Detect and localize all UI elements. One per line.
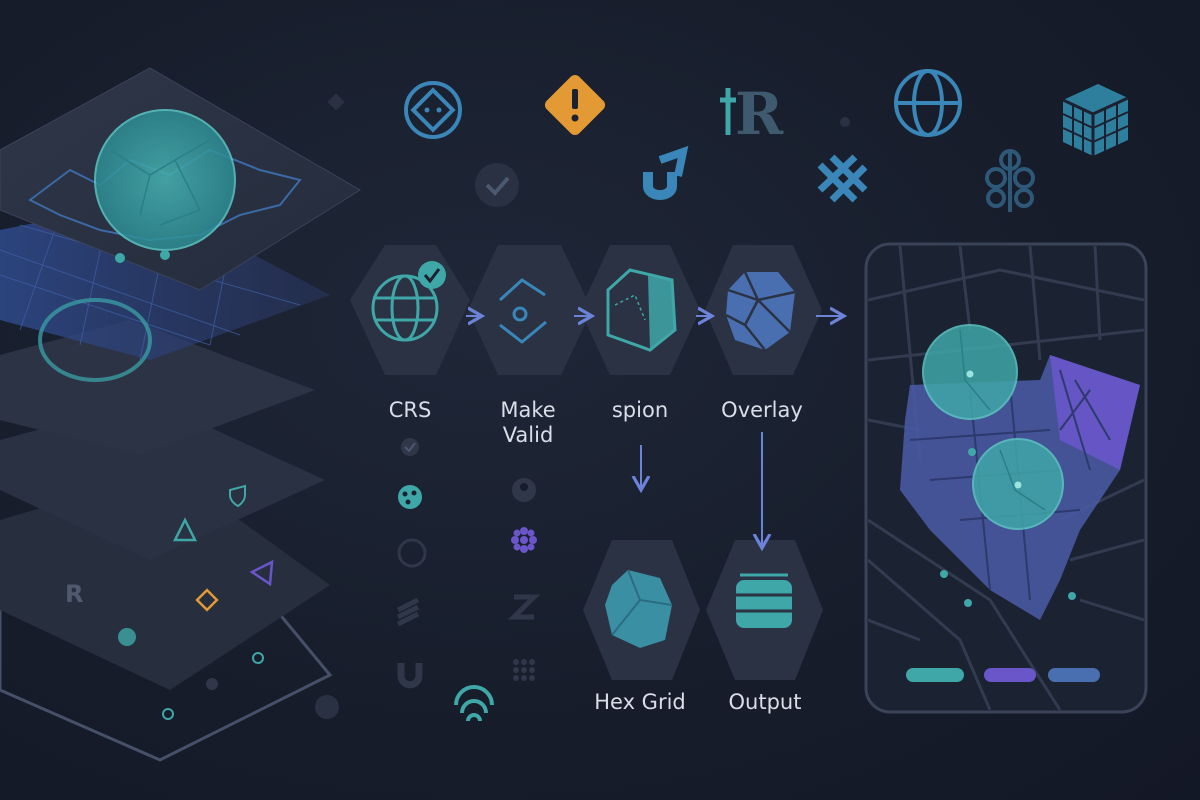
map-point [964,599,972,607]
check-icon [401,438,419,456]
globe-check-icon [371,274,439,342]
output-database-tile [706,540,823,680]
layer-stack [0,67,361,762]
dot-icon [162,708,174,720]
dots-grid-icon [513,659,535,681]
map-panel [864,242,1148,714]
step-label-overlay: Overlay [721,398,803,422]
tree-icon [985,149,1035,212]
palette-icon [398,485,422,509]
pipeline-arrows [466,316,842,546]
magnet-icon [397,663,423,689]
check-badge-icon [418,261,446,289]
r-logo-icon: R [720,80,784,148]
stack-icon [396,597,420,627]
dot-icon [840,117,850,127]
warning-icon [544,74,606,136]
diamond-icon [195,588,219,612]
database-icon [736,573,792,628]
step-label-spion: spion [611,398,669,422]
pipeline [350,245,842,680]
step-spion-tile [580,245,700,375]
dot-icon [252,652,264,664]
teal-region [94,109,236,251]
signal-icon [454,685,494,722]
triangle-icon [172,517,198,542]
map-point [968,448,976,456]
step-make-valid-tile [468,245,592,375]
layer-2 [0,320,315,455]
play-icon [249,559,274,587]
layer-point [115,253,125,263]
cube-grid-icon [1062,84,1129,156]
check-circle-icon [315,695,339,719]
step-overlay-tile [705,245,822,375]
output-label-output: Output [728,690,802,714]
shield-icon [229,484,246,508]
top-icon-row: R [327,69,1129,212]
legend-swatch [984,668,1036,682]
output-label-hex-grid: Hex Grid [594,690,686,714]
step-crs-tile [350,245,470,375]
flower-icon [511,527,537,553]
layer-point [160,250,170,260]
zigzag-icon [507,594,541,620]
split-polygon-icon [606,268,677,352]
icon-column-left [396,438,427,689]
r-icon: R [65,580,83,608]
globe-icon [894,69,962,137]
overlay-cells-icon [725,271,796,351]
repair-shape-icon [498,278,547,344]
step-label-crs: CRS [388,398,432,422]
diamond-target-icon [404,81,462,139]
svg-text:R: R [735,80,784,148]
map-point [1068,592,1076,600]
dot-icon [206,678,218,690]
icon-column-right [507,478,541,681]
step-label-make-valid: Make Valid [500,398,556,447]
legend-swatch [1048,668,1100,682]
tree-icon [118,628,136,646]
legend-swatch [906,668,964,682]
map-point [940,570,948,578]
face-icon [397,538,427,568]
map-point [966,370,974,378]
hex-cell-icon [605,570,672,648]
check-circle-icon [475,163,519,207]
grid-weave-icon [817,154,868,203]
output-hex-grid-tile [583,540,700,680]
ring-shape [38,298,152,382]
layer-stack-icons: R [65,484,274,720]
diamond-dot-icon [327,93,345,111]
region-boundaries [109,139,211,226]
magnet-icon [643,145,689,200]
map-point [1014,481,1022,489]
